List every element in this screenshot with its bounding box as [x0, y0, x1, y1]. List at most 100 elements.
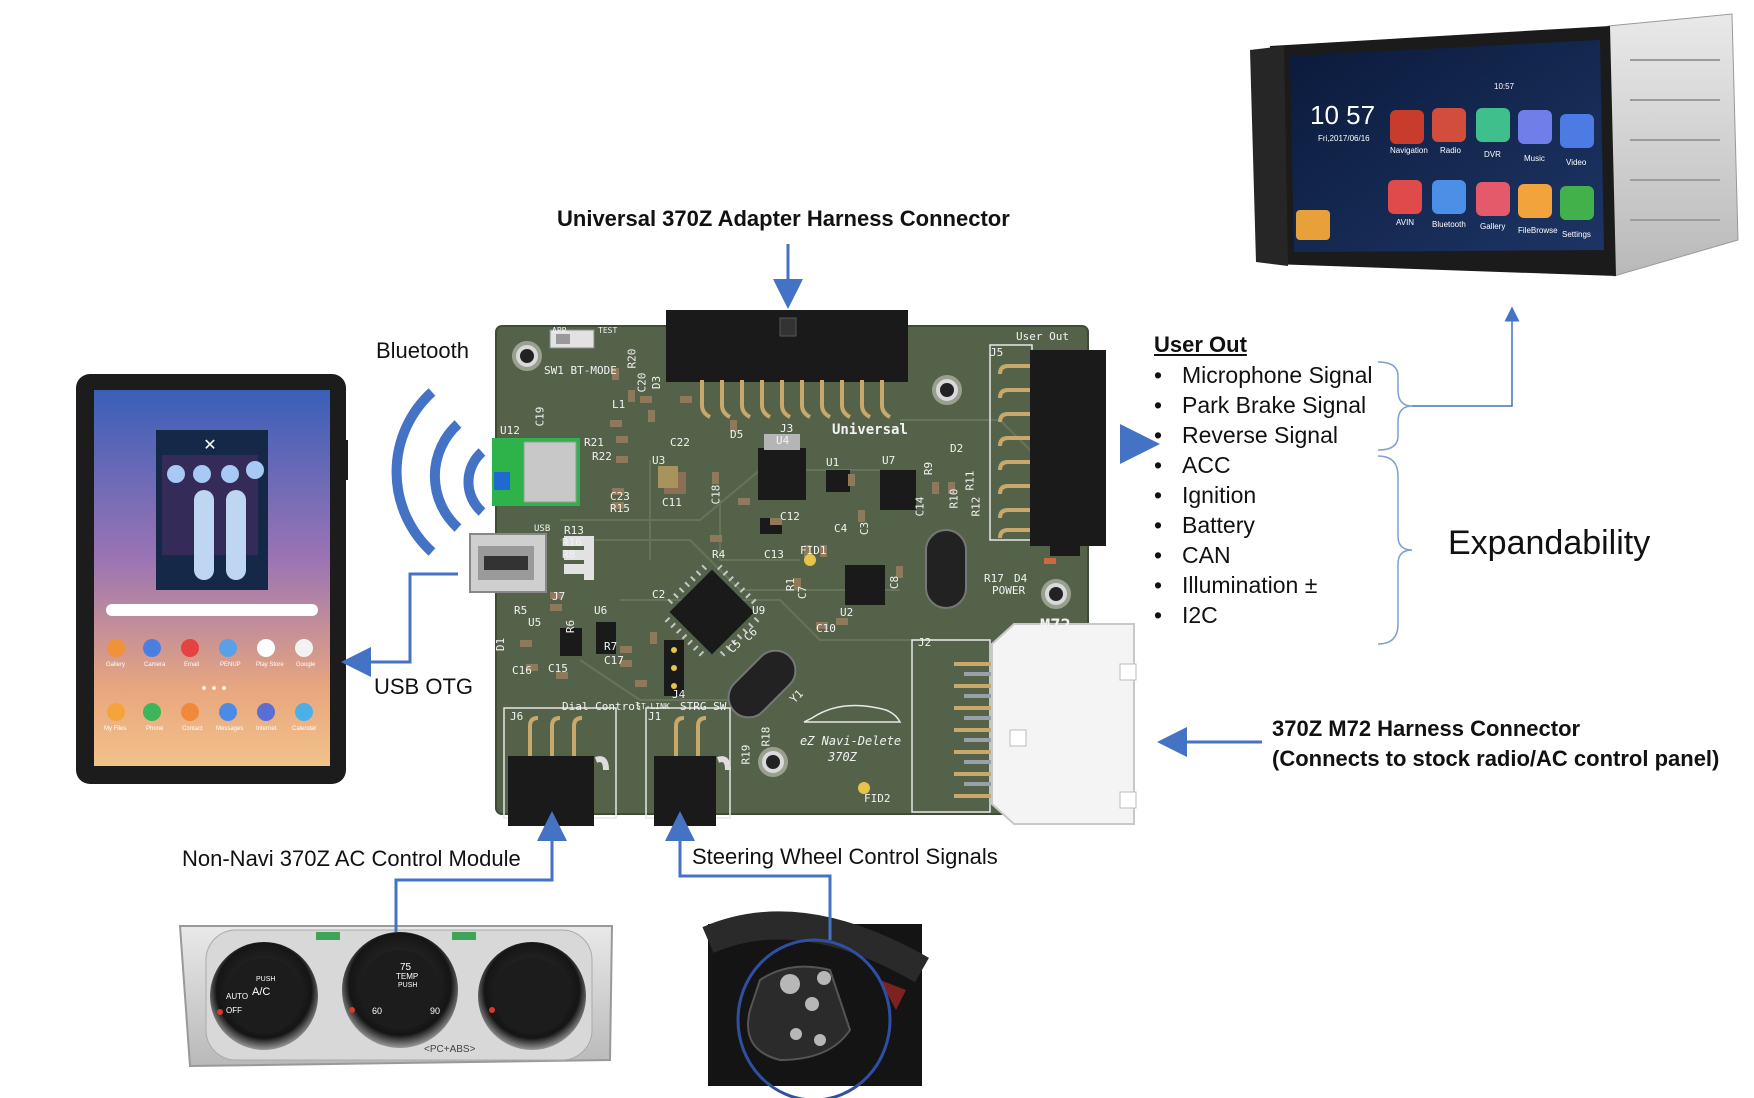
user-out-item: Illumination ±	[1154, 570, 1373, 600]
head-unit-app: Bluetooth	[1432, 220, 1466, 229]
silk-app: APP	[552, 326, 567, 335]
silk-ref: D4	[1014, 572, 1028, 585]
silk-ref: C16	[512, 664, 532, 677]
silk-ref: R12	[969, 496, 983, 517]
silk-usb: USB	[534, 524, 551, 534]
ac-module-bottom-label: <PC+ABS>	[424, 1044, 476, 1055]
silk-ref: R7	[604, 640, 618, 653]
ac-knob-text: OFF	[226, 1006, 242, 1015]
silk-ref: C4	[834, 522, 848, 535]
silk-ref: C22	[670, 436, 690, 449]
ac-knob-text: 75	[400, 962, 412, 973]
tablet-app: Camera	[144, 662, 166, 668]
silk-ref: R18	[759, 726, 773, 747]
silk-ref: J2	[918, 636, 932, 649]
user-out-item: Ignition	[1154, 480, 1373, 510]
head-unit-app: Settings	[1562, 230, 1591, 239]
silk-ref: C19	[533, 406, 547, 427]
expandability-label: Expandability	[1448, 524, 1651, 562]
silk-ref: R8	[562, 548, 576, 561]
silk-ref: R16	[562, 536, 582, 549]
silk-ref: R22	[592, 450, 612, 463]
head-unit-app: AVIN	[1396, 218, 1415, 227]
silk-ref: U7	[882, 454, 896, 467]
silk-sw1: SW1 BT-MODE	[544, 364, 617, 377]
silk-ref: U6	[594, 604, 608, 617]
tablet-app: Phone	[146, 726, 164, 732]
universal-connector-label: Universal 370Z Adapter Harness Connector	[557, 206, 1010, 231]
silk-ref: U5	[528, 616, 542, 629]
tablet-app: PENUP	[220, 662, 241, 668]
silk-ref: C17	[604, 654, 624, 667]
silk-ref: D1	[494, 637, 508, 652]
silk-user-out: User Out	[1016, 330, 1069, 343]
silk-ref: C8	[888, 575, 902, 590]
ac-knob-text: A/C	[252, 986, 271, 998]
silk-stlink: ST-LINK	[636, 702, 670, 711]
silk-ref: R19	[739, 744, 753, 765]
silk-ref: U3	[652, 454, 666, 467]
silk-strg-sw: STRG SW	[680, 700, 727, 713]
silk-ref: C3	[858, 521, 872, 536]
user-out-title: User Out	[1154, 332, 1247, 357]
silk-ref: J4	[672, 688, 686, 701]
silk-ref: J5	[990, 346, 1004, 359]
silk-ref: J6	[510, 710, 524, 723]
m72-connector	[991, 623, 1137, 825]
silk-ref: R13	[564, 524, 584, 537]
steering-wheel-label: Steering Wheel Control Signals	[692, 844, 998, 869]
silk-ref: R21	[584, 436, 604, 449]
silk-ref: C20	[635, 372, 649, 393]
head-unit-app: Gallery	[1480, 222, 1506, 231]
tablet-app: Gallery	[106, 662, 126, 668]
silk-ref: C12	[780, 510, 800, 523]
tablet-app: Messages	[216, 726, 244, 732]
silk-ref: C14	[913, 496, 927, 517]
silk-ref: R9	[922, 461, 936, 476]
silk-ref: C15	[548, 662, 568, 675]
silk-ref: U2	[840, 606, 854, 619]
user-out-list: Microphone Signal Park Brake Signal Reve…	[1154, 360, 1373, 630]
silk-fid2: FID2	[864, 792, 891, 805]
silk-ref: R6	[564, 619, 578, 634]
tablet-app: Email	[184, 662, 200, 668]
silk-ref: C11	[662, 496, 682, 509]
head-unit-app: Navigation	[1390, 146, 1428, 155]
ac-knob-text: PUSH	[398, 982, 418, 989]
bluetooth-label: Bluetooth	[376, 338, 469, 363]
head-unit-app: Video	[1566, 158, 1587, 167]
silk-test: TEST	[598, 326, 618, 335]
ac-knob-text: 60	[372, 1006, 383, 1016]
silk-ref: J7	[552, 590, 566, 603]
silk-ref: U1	[826, 456, 840, 469]
silk-fid1: FID1	[800, 544, 827, 557]
silk-ref: U12	[500, 424, 520, 437]
connector-arrows	[341, 244, 1520, 940]
silk-ref: C10	[816, 622, 836, 635]
silk-ref: R11	[963, 470, 977, 491]
m72-connector-label: 370Z M72 Harness Connector	[1272, 716, 1581, 741]
silk-ref: C7	[796, 585, 810, 600]
silk-ref: D2	[950, 442, 964, 455]
tablet-app: Contact	[182, 726, 203, 732]
tablet-app: Calendar	[292, 726, 317, 732]
silk-ref: J1	[648, 710, 662, 723]
silk-dial-control: Dial Control	[562, 700, 642, 713]
user-out-item: Reverse Signal	[1154, 420, 1373, 450]
pcb-board	[469, 310, 1106, 826]
head-unit-device	[1250, 13, 1739, 277]
user-out-braces	[1377, 361, 1413, 645]
usb-otg-label: USB OTG	[374, 674, 474, 699]
silk-ref: C2	[652, 588, 666, 601]
silk-ref: C13	[764, 548, 784, 561]
tablet-device: ✕	[76, 374, 348, 784]
ac-knob-text: AUTO	[226, 992, 249, 1001]
head-unit-status-time: 10:57	[1494, 82, 1515, 91]
user-out-item: Microphone Signal	[1154, 360, 1373, 390]
silk-logo-line1: eZ Navi-Delete	[800, 734, 902, 748]
silk-universal: Universal	[832, 422, 908, 438]
silk-power: POWER	[992, 584, 1026, 597]
tablet-app: Play Store	[256, 662, 284, 668]
non-navi-ac-label: Non-Navi 370Z AC Control Module	[182, 846, 521, 871]
